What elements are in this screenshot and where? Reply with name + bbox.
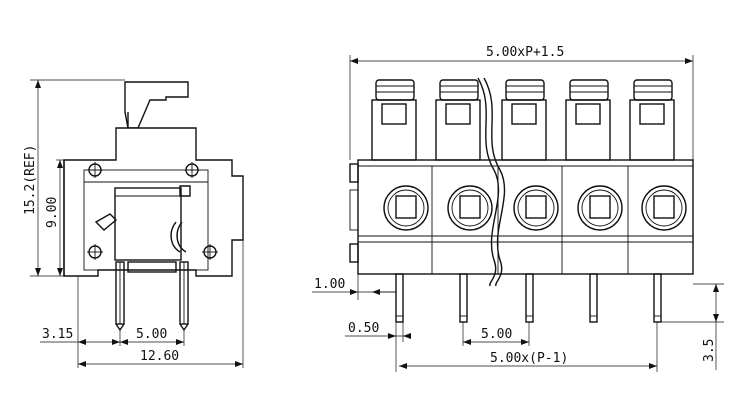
side-view — [63, 81, 244, 332]
break-line — [477, 77, 500, 287]
dim-pin-offset: 1.00 — [314, 277, 345, 292]
dim-top-width: 5.00xP+1.5 — [486, 45, 564, 60]
pole-4 — [565, 79, 623, 231]
pole-2 — [435, 79, 493, 231]
dim-pitch-left: 5.00 — [136, 327, 167, 342]
front-pin — [459, 273, 468, 323]
dim-offset-315: 3.15 — [42, 327, 73, 342]
front-pin — [653, 273, 662, 323]
side-view-dimensions: 15.2(REF) 9.00 3.15 5.00 12.60 — [23, 79, 244, 368]
inner-frame — [83, 169, 209, 271]
pole-3 — [501, 79, 559, 231]
spring-clamp — [94, 213, 118, 231]
dim-pitch-right: 5.00 — [481, 327, 512, 342]
front-view-dimensions: 1.00 0.50 5.00 5.00x(P-1) 3.5 — [312, 274, 724, 372]
dim-height-ref: 15.2(REF) — [23, 145, 38, 215]
front-pin — [589, 273, 598, 323]
pole-1 — [371, 79, 429, 231]
lever-shape — [124, 81, 189, 129]
dim-span: 5.00x(P-1) — [490, 351, 568, 366]
front-pin — [525, 273, 534, 323]
pole-5 — [629, 79, 687, 231]
front-view: 5.00xP+1.5 — [349, 45, 694, 323]
housing-outline — [63, 112, 244, 277]
dim-width-total: 12.60 — [140, 349, 179, 364]
dim-height-9: 9.00 — [45, 197, 60, 228]
dim-pin-length: 3.5 — [702, 339, 717, 362]
dim-pin-width: 0.50 — [348, 321, 379, 336]
front-pin — [395, 273, 404, 323]
